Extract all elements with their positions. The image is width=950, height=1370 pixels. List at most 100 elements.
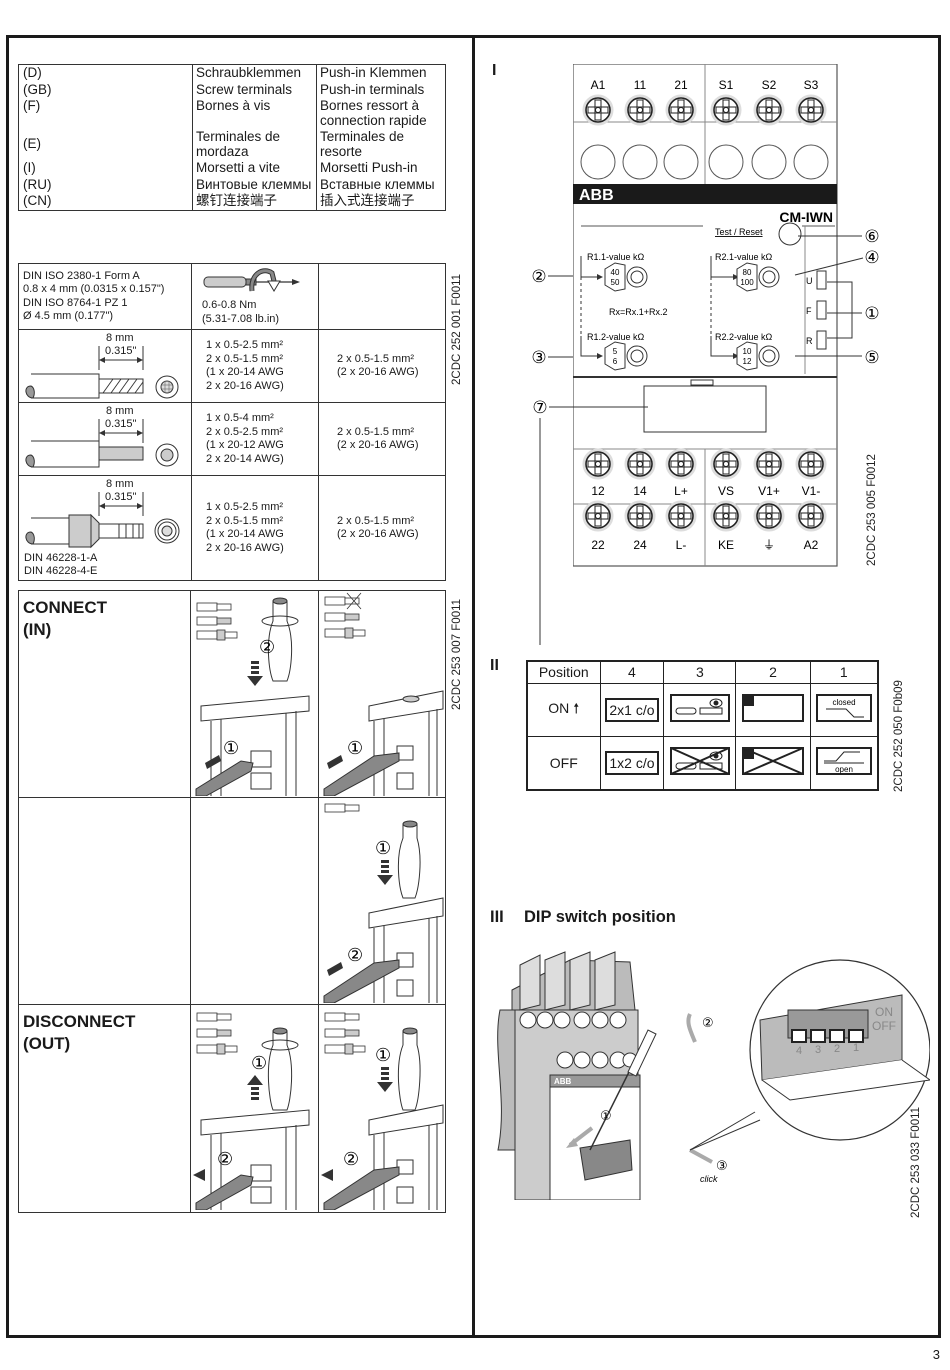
- terminal-screw-icon: [665, 500, 697, 532]
- capacity-line: 2 x 20-14 AWG): [206, 452, 284, 465]
- position-4-header: 4: [599, 660, 665, 684]
- step-2-marker: ②: [343, 1149, 359, 1170]
- cm-iwn-device-front: ABB CM-IWN Test / Reset R1.1-value kΩ R2…: [573, 64, 838, 567]
- dip-position-table: Position 4 3 2 1 ON 🠕 2x1 c/o closed OFF…: [526, 660, 879, 791]
- pos3-off-cell: [663, 735, 737, 791]
- led-r-label: R: [806, 336, 813, 346]
- terminal-screw-icon: [753, 94, 785, 126]
- test-reset-button: [778, 222, 802, 246]
- capacity-line: 2 x 0.5-1.5 mm²: [337, 425, 415, 438]
- lock-flag-icon: [741, 694, 804, 723]
- pushin-term: Push-in Klemmen: [320, 65, 427, 80]
- position-header: Position: [526, 660, 601, 684]
- led-u: [816, 270, 827, 290]
- section-title-dip: DIP switch position: [524, 908, 676, 926]
- capacity-line: 1 x 0.5-4 mm²: [206, 412, 274, 424]
- abb-logo: ABB: [579, 187, 614, 204]
- connect-heading: CONNECT (IN): [18, 590, 191, 798]
- potentiometer-dial: 80 100: [736, 262, 780, 292]
- stranded-wire-row: 8 mm 0.315" 1 x 0.5: [18, 329, 446, 403]
- figure-code: 2CDC 253 005 F0012: [866, 454, 878, 566]
- ferrule-standards: DIN 46228-1-A DIN 46228-4-E: [24, 552, 97, 578]
- pushin-capacity: 2 x 0.5-1.5 mm² (2 x 20-16 AWG): [318, 329, 446, 403]
- step-1-marker: ①: [375, 838, 391, 859]
- position-1-header: 1: [809, 660, 879, 684]
- callout-2: ②: [531, 267, 546, 287]
- empty-cell: [318, 263, 446, 330]
- off-label: OFF: [872, 1019, 896, 1033]
- pos3-on-cell: [663, 682, 737, 737]
- page-number: 3: [932, 1347, 940, 1362]
- connect-procedure-table: CONNECT (IN) ② ①: [18, 590, 446, 1214]
- svg-text:100: 100: [740, 278, 754, 287]
- figure-code: 2CDC 253 007 F0011: [451, 598, 463, 710]
- screw-capacity: 1 x 0.5-2.5 mm² 2 x 0.5-1.5 mm² (1 x 20-…: [191, 475, 319, 581]
- formula-label: Rx=Rx.1+Rx.2: [609, 307, 668, 317]
- led-f-label: F: [806, 306, 812, 316]
- screw-term: 螺钉连接端子: [192, 193, 317, 210]
- disconnect-subtitle: (OUT): [23, 1033, 71, 1053]
- screw-term: Terminales de mordaza: [192, 129, 317, 160]
- terminal-screw-icon: [624, 448, 656, 480]
- figure-code: 2CDC 253 033 F0011: [910, 1106, 922, 1218]
- table-row: (RU) Винтовые клеммы Вставные клеммы: [18, 176, 446, 193]
- capacity-line: (1 x 20-14 AWG: [206, 366, 284, 378]
- arrow-up-icon: 🠕: [573, 699, 580, 716]
- terminal-screw-icon: [795, 500, 827, 532]
- open-label: open: [835, 765, 853, 774]
- pos4-on-cell: 2x1 c/o: [599, 682, 665, 737]
- test-reset-label: Test / Reset: [715, 227, 763, 237]
- terminal-label: S2: [762, 78, 777, 92]
- lang-code: (F): [18, 98, 193, 129]
- table-row: (GB) Screw terminals Push-in terminals: [18, 81, 446, 98]
- step-3-marker: ③: [716, 1159, 728, 1174]
- pushin-term: 插入式连接端子: [320, 193, 415, 208]
- standard-line: DIN 46228-4-E: [24, 565, 98, 577]
- lang-code: (E): [18, 129, 193, 160]
- terminal-screw-icon: [665, 448, 697, 480]
- step-1-marker: ①: [600, 1109, 612, 1124]
- switch-2-label: 2: [834, 1043, 840, 1055]
- terminal-screw-icon: [795, 448, 827, 480]
- terminal-screw-icon: [710, 500, 742, 532]
- terminal-screw-icon: [753, 448, 785, 480]
- potentiometer-dial: 5 6: [604, 341, 648, 371]
- capacity-line: 1 x 0.5-2.5 mm²: [206, 501, 284, 513]
- pot-r21-label: R2.1-value kΩ: [715, 252, 773, 262]
- figure-code: 2CDC 252 001 F0011: [451, 273, 463, 385]
- callout-6: ⑥: [864, 227, 879, 247]
- device-callouts: ② ③ ⑦ ⑥ ④ ① ⑤: [531, 227, 880, 645]
- solid-wire-icon: [25, 419, 179, 468]
- svg-text:80: 80: [743, 268, 752, 277]
- lang-code: (GB): [18, 81, 193, 98]
- callout-5: ⑤: [864, 348, 879, 368]
- capacity-line: (2 x 20-16 AWG): [337, 528, 419, 540]
- capacity-line: 2 x 0.5-2.5 mm²: [206, 425, 284, 438]
- capacity-line: 2 x 20-16 AWG): [206, 541, 284, 554]
- terminal-label: ⏚: [763, 538, 775, 552]
- ferrule-wire-figure: 8 mm 0.315": [18, 475, 192, 581]
- sensor-eye-icon: [669, 694, 730, 723]
- model-label: CM-IWN: [779, 209, 833, 225]
- column-divider: [472, 35, 475, 1338]
- pushin-term: Push-in terminals: [320, 81, 425, 97]
- section-label-II: II: [490, 657, 499, 674]
- screw-term: Morsetti a vite: [192, 160, 317, 177]
- pushin-terminal-connect-illustration: ①: [323, 592, 444, 796]
- pushin-direct-row: ① ②: [18, 796, 446, 1005]
- empty-cell: [18, 796, 191, 1005]
- off-label: OFF: [526, 735, 601, 791]
- terminal-label: VS: [718, 484, 734, 498]
- solid-wire-row: 8 mm 0.315" 1 x 0.5-4 mm² 2 x 0.5-2: [18, 402, 446, 476]
- connect-row: CONNECT (IN) ② ①: [18, 590, 446, 798]
- terminal-label: KE: [718, 538, 734, 552]
- click-label: click: [700, 1174, 718, 1184]
- strip-length-inch: 0.315": [105, 491, 137, 503]
- svg-text:40: 40: [611, 268, 620, 277]
- svg-text:50: 50: [611, 278, 620, 287]
- position-3-header: 3: [663, 660, 737, 684]
- capacity-line: (1 x 20-12 AWG: [206, 439, 284, 451]
- screw-term: Schraubklemmen: [192, 64, 317, 82]
- closed-contact-icon: closed: [815, 694, 872, 723]
- lang-code: (D): [18, 64, 193, 82]
